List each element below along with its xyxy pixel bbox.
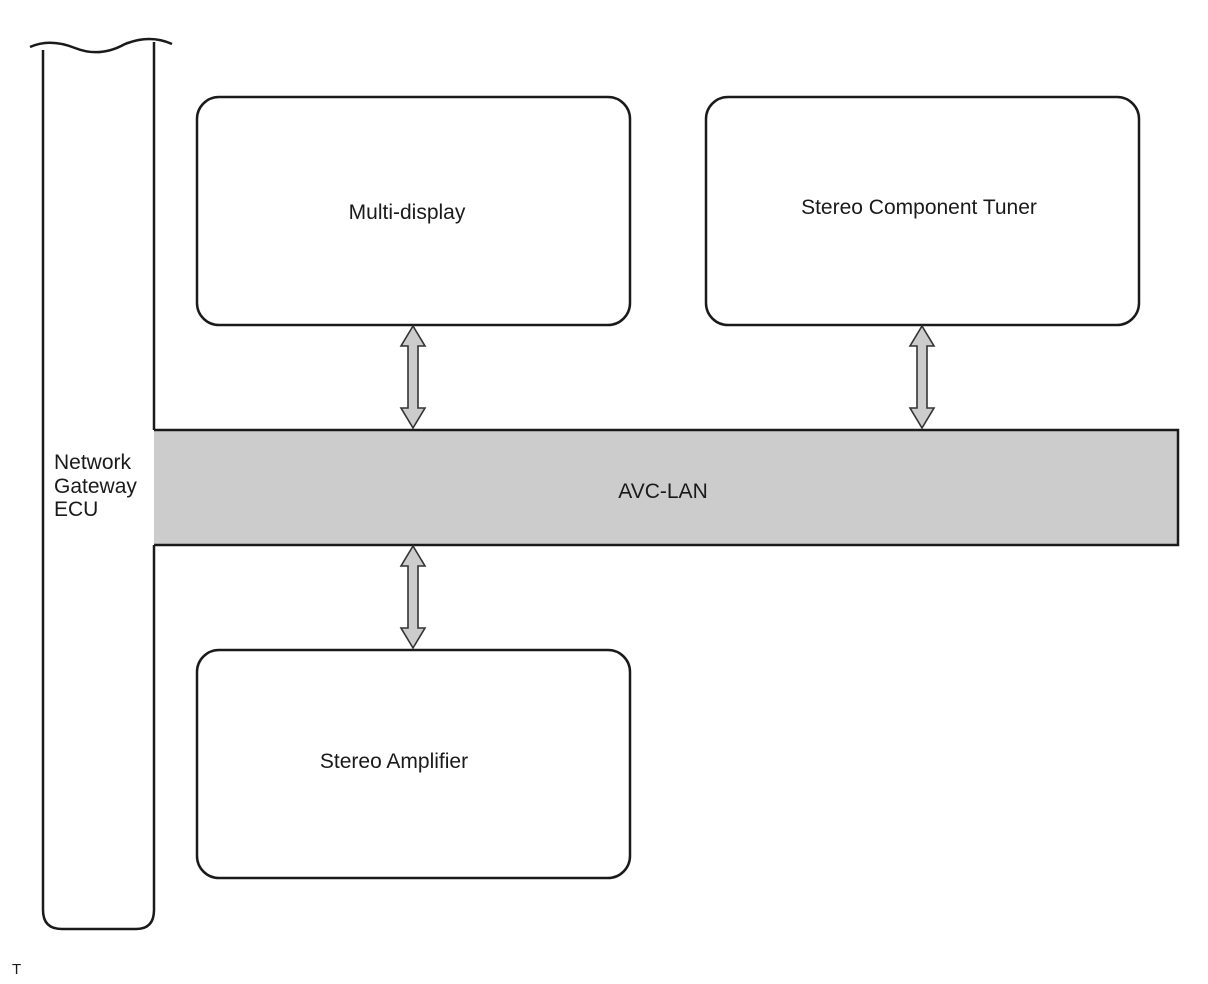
gateway-label-line-2: Gateway xyxy=(54,475,137,498)
stereo-amplifier-box xyxy=(195,648,632,880)
avc-lan-label: AVC-LAN xyxy=(618,480,707,503)
corner-mark: T xyxy=(12,961,21,978)
network-gateway-ecu-box xyxy=(41,42,156,931)
stereo-component-tuner-box xyxy=(704,95,1141,327)
multi-display-label: Multi-display xyxy=(349,201,466,224)
amplifier-bus-arrow xyxy=(399,544,427,650)
gateway-break-line xyxy=(29,37,173,54)
stereo-amplifier-label: Stereo Amplifier xyxy=(320,750,468,773)
gateway-label-line-3: ECU xyxy=(54,498,98,521)
tuner-bus-arrow xyxy=(908,324,936,430)
stereo-component-tuner-label: Stereo Component Tuner xyxy=(801,196,1037,219)
gateway-label-line-1: Network xyxy=(54,451,132,474)
avc-lan-bus xyxy=(154,430,1178,545)
multi-display-bus-arrow xyxy=(399,324,427,430)
avc-lan-bus-outline xyxy=(154,428,1180,547)
multi-display-box xyxy=(195,95,632,327)
